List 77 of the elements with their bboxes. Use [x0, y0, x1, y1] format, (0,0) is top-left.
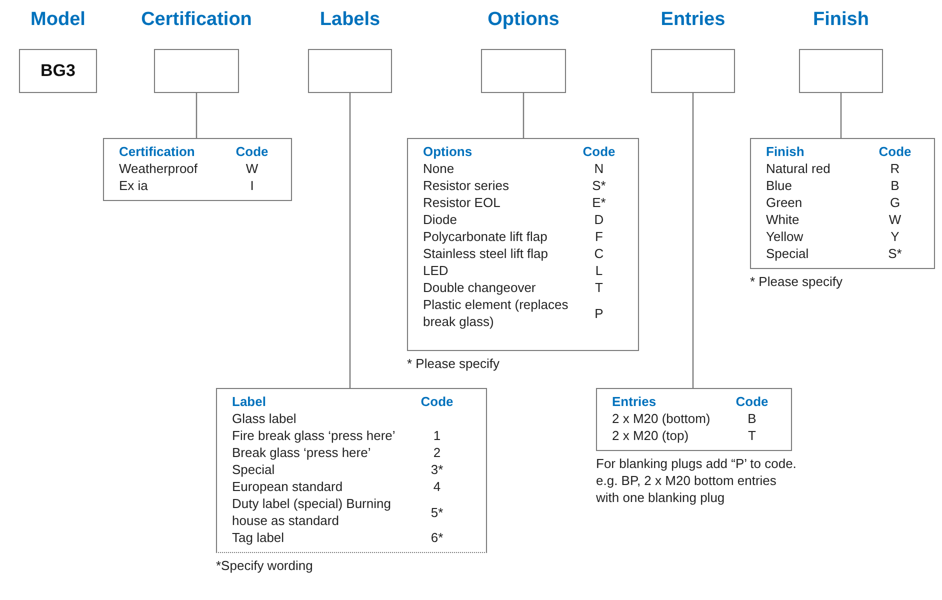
table-cell-text: 2 x M20 (bottom): [612, 410, 712, 427]
table-cell-text: Plastic element (replaces break glass): [423, 296, 570, 330]
table-cell-text: European standard: [232, 478, 344, 495]
table-cell-text: Yellow: [766, 228, 804, 245]
connector-line: [522, 93, 524, 138]
column-heading: Finish: [812, 9, 870, 31]
table-cell-text: Ex ia: [119, 177, 149, 194]
code-cell-text: B: [746, 410, 758, 427]
table-header: Code: [582, 143, 616, 160]
table-cell-text: Polycarbonate lift flap: [423, 228, 548, 245]
code-cell-text: F: [594, 228, 604, 245]
code-cell-text: T: [747, 427, 757, 444]
table-cell-text: LED: [423, 262, 450, 279]
footnote: * Please specify: [407, 355, 500, 372]
code-cell-text: W: [244, 160, 260, 177]
footnote: *Specify wording: [216, 557, 314, 574]
column-heading: Certification: [140, 9, 253, 31]
code-cell-text: D: [593, 211, 605, 228]
column-heading: Labels: [318, 9, 382, 31]
table-cell-text: Duty label (special) Burning house as standard: [232, 495, 392, 529]
table-cell-text: Resistor EOL: [423, 194, 502, 211]
table-cell-text: Blue: [766, 177, 794, 194]
column-heading: Options: [486, 9, 560, 31]
footnote: For blanking plugs add “P’ to code. e.g. BP, 2 x M20 bottom entries with one blanking plug: [596, 455, 798, 506]
table-cell-text: Resistor series: [423, 177, 510, 194]
code-cell-text: N: [593, 160, 605, 177]
table-cell-text: Diode: [423, 211, 458, 228]
table-header: Code: [878, 143, 912, 160]
code-cell-text: B: [890, 177, 900, 194]
table-header: Options: [423, 143, 474, 160]
table-cell-text: Green: [766, 194, 804, 211]
code-cell-text: P: [594, 304, 604, 322]
connector-line: [692, 93, 694, 388]
table-cell-text: Stainless steel lift flap: [423, 245, 550, 262]
code-cell-text: 5*: [430, 504, 444, 520]
code-cell-text: S*: [591, 177, 607, 194]
code-cell-text: I: [249, 177, 255, 194]
code-cell-text: 1: [432, 427, 442, 444]
table-cell-text: None: [423, 160, 456, 177]
table-header: Label: [232, 393, 267, 410]
footnote: * Please specify: [750, 273, 844, 290]
table-cell-text: Tag label: [232, 529, 286, 546]
table-cell-text: Natural red: [766, 160, 832, 177]
model-code: BG3: [40, 61, 76, 81]
code-cell-text: L: [594, 262, 604, 279]
code-cell-text: Y: [890, 228, 900, 245]
code-cell-text: E*: [591, 194, 607, 211]
table-cell-text: Special: [766, 245, 810, 262]
table-cell-text: Break glass ‘press here’: [232, 444, 372, 461]
code-cell-text: 2: [432, 444, 442, 461]
connector-line: [196, 93, 198, 138]
table-header: Code: [420, 393, 454, 410]
column-heading: Entries: [660, 9, 726, 31]
code-cell-text: 4: [432, 478, 442, 495]
table-header: Code: [734, 393, 770, 410]
table-cell-text: White: [766, 211, 800, 228]
code-cell-text: C: [593, 245, 605, 262]
table-header: Finish: [766, 143, 806, 160]
code-cell-text: 3*: [430, 461, 444, 478]
code-cell-text: 6*: [430, 529, 444, 546]
connector-line: [840, 93, 842, 138]
code-cell-text: G: [888, 194, 902, 211]
connector-line: [349, 93, 351, 388]
table-header: Entries: [612, 393, 658, 410]
table-header: Code: [234, 143, 270, 160]
table-cell-text: Special: [232, 461, 276, 478]
table-cell-text: Double changeover: [423, 279, 537, 296]
column-heading: Model: [30, 9, 86, 31]
table-cell-text: Weatherproof: [119, 160, 199, 177]
table-header: Certification: [119, 143, 196, 160]
code-cell-text: T: [594, 279, 604, 296]
table-cell-text: 2 x M20 (top): [612, 427, 690, 444]
table-cell-text: Fire break glass ‘press here’: [232, 427, 396, 444]
code-cell-text: W: [888, 211, 902, 228]
code-cell-text: R: [889, 160, 901, 177]
table-cell-text: Glass label: [232, 410, 298, 427]
code-cell-text: S*: [887, 245, 903, 262]
